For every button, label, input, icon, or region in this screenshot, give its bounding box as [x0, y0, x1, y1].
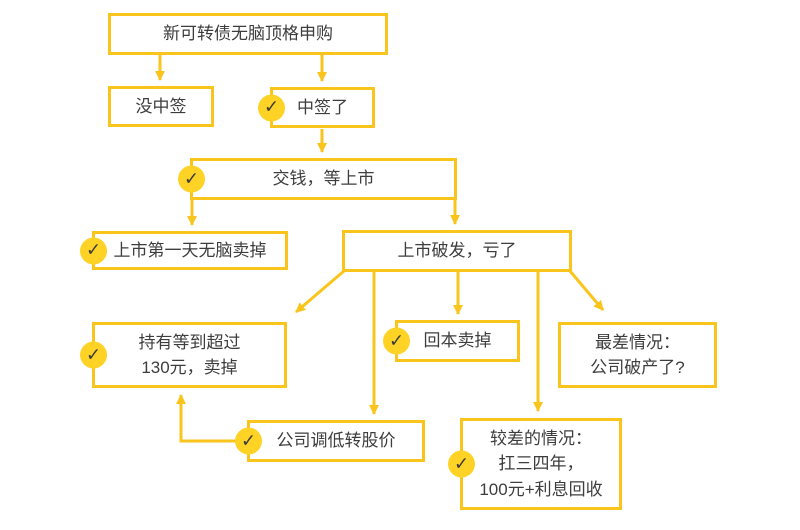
check-icon: ✓ — [80, 237, 107, 264]
node-lower-conversion-price: ✓ 公司调低转股价 — [235, 420, 425, 462]
node-label: 上市破发，亏了 — [397, 241, 517, 261]
check-icon: ✓ — [235, 427, 262, 455]
node-allotted: ✓ 中签了 — [258, 87, 375, 128]
edge-lower-conv-hold-130 — [176, 394, 246, 443]
node-label: 公司调低转股价 — [276, 431, 396, 451]
node-bad-case-redeem: ✓ 较差的情况： 扛三四年， 100元+利息回收 — [448, 418, 622, 510]
node-label: 上市第一天无脑卖掉 — [113, 240, 267, 260]
node-hold-until-130: ✓ 持有等到超过 130元，卖掉 — [80, 322, 287, 388]
node-sell-first-day: ✓ 上市第一天无脑卖掉 — [80, 231, 288, 270]
node-sell-at-breakeven: ✓ 回本卖掉 — [383, 320, 520, 362]
node-worst-case-bankruptcy: 最差情况： 公司破产了? — [558, 322, 717, 388]
node-label: 持有等到超过 130元，卖掉 — [138, 332, 241, 378]
check-icon: ✓ — [258, 94, 285, 121]
check-icon: ✓ — [80, 341, 107, 369]
check-icon: ✓ — [178, 165, 205, 193]
node-label: 交钱，等上市 — [272, 169, 375, 189]
node-label: 回本卖掉 — [423, 331, 492, 351]
node-apply-max-subscription: 新可转债无脑顶格申购 — [108, 13, 388, 55]
check-icon: ✓ — [448, 450, 475, 478]
node-not-allotted: 没中签 — [108, 86, 214, 127]
check-icon: ✓ — [383, 327, 410, 355]
node-pay-wait-listing: ✓ 交钱，等上市 — [178, 158, 457, 200]
node-label: 中签了 — [297, 97, 348, 117]
node-label: 新可转债无脑顶格申购 — [163, 24, 333, 44]
edge-broke-worst — [568, 270, 605, 311]
node-label: 没中签 — [135, 96, 187, 116]
node-label: 最差情况： 公司破产了? — [590, 332, 685, 378]
edge-broke-hold-130 — [295, 269, 345, 314]
node-broke-below-issue: 上市破发，亏了 — [342, 230, 572, 272]
node-label: 较差的情况： 扛三四年， 100元+利息回收 — [479, 428, 603, 499]
